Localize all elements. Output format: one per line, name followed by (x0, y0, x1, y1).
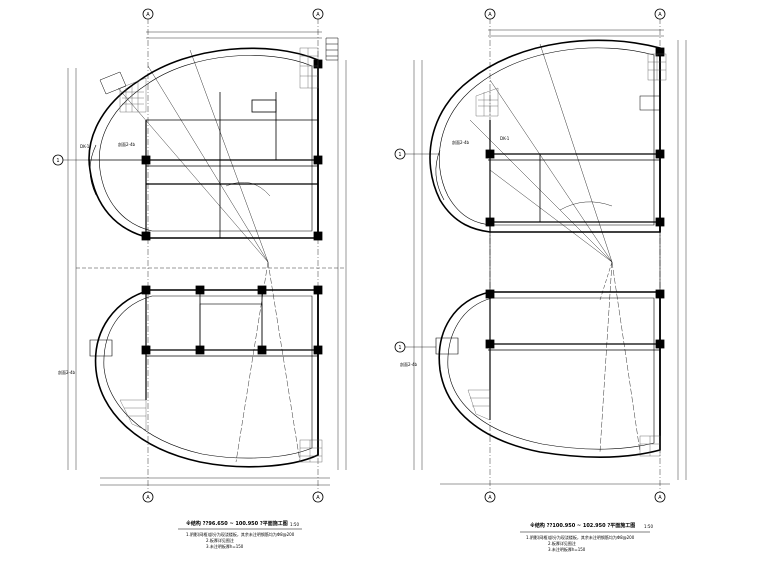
lower-slab-right (435, 261, 665, 458)
mid-slab-right (485, 231, 665, 301)
grid-label: A (488, 12, 492, 18)
grid-label: 1 (56, 158, 59, 164)
grid-label: A (658, 12, 662, 18)
grid-label: 1 (398, 345, 401, 351)
upper-slab-left (88, 37, 339, 263)
grid-bubbles-top-right: A A A A (484, 8, 666, 503)
grid-label: A (488, 495, 492, 501)
side-grid-bubbles-left: 1 DK-1 剖面2-4b 剖面2-4b (52, 141, 136, 375)
section-mark: 剖面2-4b (452, 139, 470, 145)
elevation-mark: DK-1 (500, 136, 510, 141)
dimension-lines-left (67, 31, 347, 486)
plan-left: A A A A (52, 8, 347, 503)
side-grid-bubbles-right: 1 1 剖面2-4b 剖面2-4b DK-1 (394, 136, 510, 367)
plan-note-left-1: 1.阴影(网格)部分为现浇楼板，其余未注明钢筋均为Φ8@200 (186, 532, 295, 537)
lower-slab-left (89, 261, 323, 468)
plan-note-right-2: 2.板厚详见图注 (548, 541, 576, 546)
upper-slab-right (429, 39, 667, 263)
hatch-area (475, 53, 667, 117)
grid-label: 1 (398, 152, 401, 158)
elevation-mark: DK-1 (80, 144, 90, 149)
grid-bubbles-top-left: A A A A (142, 8, 324, 503)
section-mark: 剖面2-4b (118, 141, 136, 147)
plan-note-left-3: 3.未注明板厚h=150 (206, 544, 244, 549)
plan-right: A A A A (394, 8, 687, 503)
dimension-lines-right (413, 29, 687, 485)
hatch-area (119, 399, 323, 463)
grid-label: A (146, 12, 150, 18)
plan-scale-left: 1:50 (290, 522, 299, 527)
hatch-area (467, 389, 661, 457)
plan-scale-right: 1:50 (644, 524, 653, 529)
grid-label: A (658, 495, 662, 501)
grid-label: A (316, 495, 320, 501)
grid-label: A (146, 495, 150, 501)
section-mark: 剖面2-4b (58, 369, 76, 375)
section-mark: 剖面2-4b (400, 361, 418, 367)
plan-note-right-1: 1.阴影(网格)部分为现浇楼板，其余未注明钢筋均为Φ8@200 (526, 535, 635, 540)
plan-note-right-3: 3.未注明板厚h=150 (548, 547, 586, 552)
plan-note-left-2: 2.板厚详见图注 (206, 538, 234, 543)
grid-label: A (316, 12, 320, 18)
plan-title-right: ※结构 ??100.950 ~ 102.950 ?平面施工图 (530, 523, 636, 529)
hatch-area (119, 47, 319, 113)
plan-title-left: ※结构 ??96.650 ~ 100.950 ?平面施工图 (186, 521, 288, 527)
